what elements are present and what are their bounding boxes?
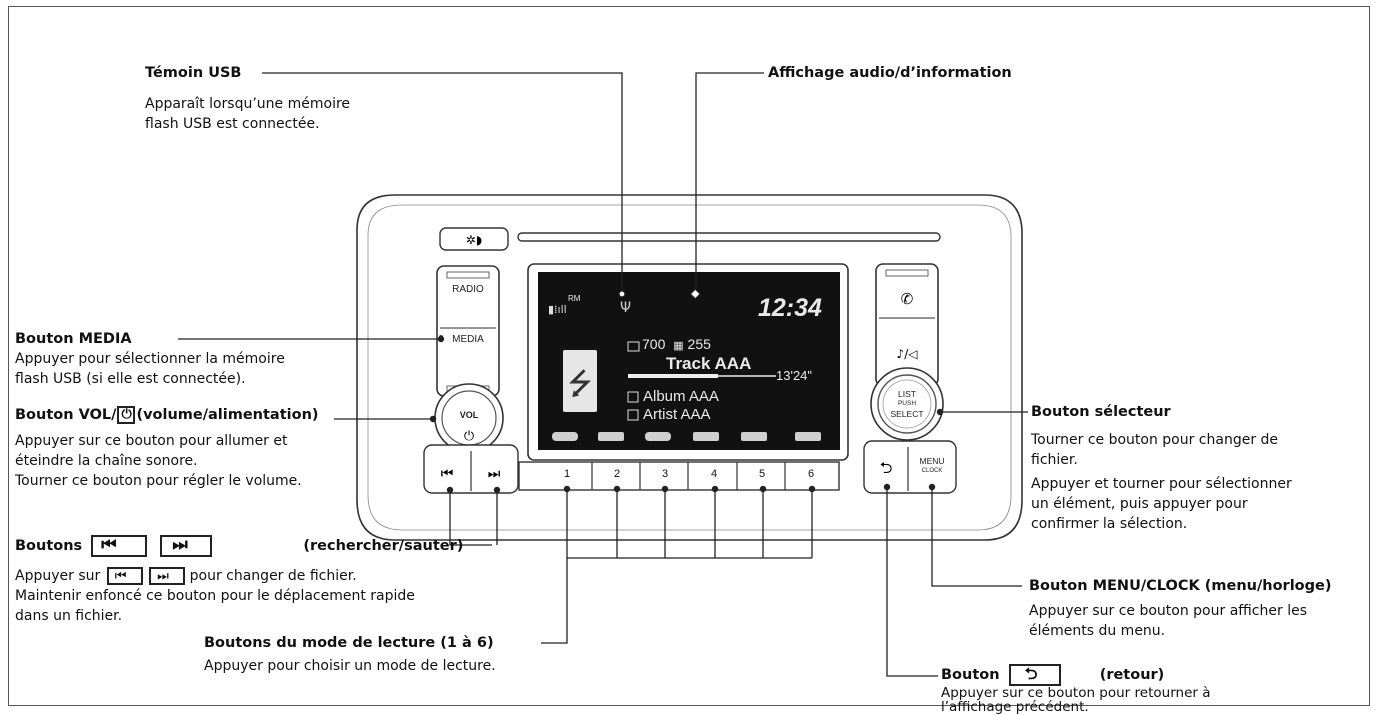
dimmer-button-outline [439, 227, 509, 251]
mode-title: Boutons du mode de lecture (1 à 6) [204, 635, 494, 651]
seek-back-icon: ⏮ [441, 466, 454, 482]
clock-display: 12:34 [758, 294, 822, 322]
mode-key-strip [518, 461, 840, 491]
outer-frame [8, 6, 1370, 706]
disc-slot [517, 232, 941, 242]
seek-forward-inline-icon: ⏭ [149, 567, 186, 585]
mode-key-3: 3 [661, 468, 669, 480]
back-desc-2: l’affichage précédent. [941, 699, 1089, 715]
display-title: Affichage audio/d’information [768, 65, 1012, 81]
selector-desc-2: fichier. [1031, 452, 1078, 468]
track-count-icon: ▦ [673, 340, 684, 352]
mode-key-4: 4 [710, 468, 718, 480]
selector-desc-5: confirmer la sélection. [1031, 516, 1188, 532]
seek-desc-b: pour changer de fichier. [189, 568, 357, 584]
seek-desc-1: Maintenir enfoncé ce bouton pour le dépl… [15, 588, 415, 604]
menu-label: MENU [919, 456, 945, 466]
usb-indicator-icon: Ψ [620, 300, 631, 316]
bezel-inner-outline [367, 204, 1012, 531]
menu-clock-label: MENU CLOCK [908, 456, 956, 476]
rm-indicator: RM [568, 294, 581, 303]
phone-icon: ✆ [901, 290, 914, 308]
back-title-a: Bouton [941, 667, 1000, 683]
power-icon: ⏻ [464, 429, 474, 444]
back-icon-box: ⮌ [1008, 664, 1061, 686]
menu-title: Bouton MENU/CLOCK (menu/horloge) [1029, 578, 1332, 594]
album-name: Album AAA [643, 388, 719, 405]
media-title: Bouton MEDIA [15, 331, 132, 347]
seek-back-icon-box: ⏮ [91, 535, 148, 557]
push-label: PUSH [897, 400, 917, 407]
selector-desc-1: Tourner ce bouton pour changer de [1031, 432, 1279, 448]
seek-desc-2: dans un fichier. [15, 608, 123, 624]
vol-desc-2: éteindre la chaîne sonore. [15, 453, 198, 469]
seek-back-inline-icon: ⏮ [106, 567, 143, 585]
back-icon: ⮌ [880, 458, 893, 477]
vol-label: VOL [459, 410, 479, 420]
dimmer-icon: ✲◗ [466, 233, 482, 247]
clock-label: CLOCK [921, 468, 943, 474]
selector-title: Bouton sélecteur [1031, 404, 1171, 420]
leader-markers [618, 288, 702, 300]
elapsed-time: 13'24" [776, 368, 813, 383]
seek-title-b: (rechercher/sauter) [303, 538, 464, 554]
usb-indicator-title: Témoin USB [145, 65, 242, 81]
vol-title-b: (volume/alimentation) [136, 407, 319, 423]
usb-indicator-desc-1: Apparaît lorsqu’une mémoire [145, 96, 351, 112]
power-icon-box: ⏻ [117, 406, 136, 424]
track-title: Track AAA [666, 354, 752, 373]
mode-key-6: 6 [807, 468, 815, 480]
back-title-b: (retour) [1099, 667, 1165, 683]
track-count-value: 255 [687, 336, 711, 352]
media-desc-1: Appuyer pour sélectionner la mémoire [15, 351, 285, 367]
soft-key-icons [552, 432, 821, 441]
media-desc-2: flash USB (si elle est connectée). [15, 371, 246, 387]
signal-icon: ▮⁞ıll [548, 303, 567, 316]
vol-desc-3: Tourner ce bouton pour régler le volume. [15, 473, 302, 489]
back-title: Bouton ⮌ (retour) [941, 664, 1164, 686]
seek-title: Boutons ⏮ ⏭ (rechercher/sauter) [15, 535, 463, 557]
progress-fill [628, 374, 718, 378]
list-label: LIST [898, 389, 916, 399]
back-menu-buttons [863, 440, 957, 494]
menu-desc-2: éléments du menu. [1029, 623, 1166, 639]
mode-key-5: 5 [758, 468, 766, 480]
mode-key-2: 2 [613, 468, 621, 480]
back-desc-1: Appuyer sur ce bouton pour retourner à [941, 685, 1211, 701]
seek-forward-icon-box: ⏭ [160, 535, 213, 557]
select-label: SELECT [890, 409, 924, 419]
vol-title: Bouton VOL/⏻(volume/alimentation) [15, 405, 319, 425]
vol-desc-1: Appuyer sur ce bouton pour allumer et [15, 433, 288, 449]
seek-forward-icon: ⏭ [488, 466, 501, 482]
usb-source-icon-bg [563, 350, 597, 412]
selector-desc-3: Appuyer et tourner pour sélectionner [1031, 476, 1292, 492]
svg-text:⭍: ⭍ [568, 367, 593, 402]
vol-title-a: Bouton VOL/ [15, 407, 117, 423]
selector-desc-4: un élément, puis appuyer pour [1031, 496, 1248, 512]
seek-title-a: Boutons [15, 538, 83, 554]
list-push-select-label: LIST PUSH SELECT [883, 389, 931, 419]
voice-mute-icon: ♪/◁ [897, 347, 918, 361]
artist-name: Artist AAA [643, 406, 711, 423]
menu-desc-1: Appuyer sur ce bouton pour afficher les [1029, 603, 1307, 619]
media-button: MEDIA [452, 334, 484, 345]
mode-key-1: 1 [563, 468, 571, 480]
folder-count-value: 700 [642, 336, 666, 352]
mode-desc: Appuyer pour choisir un mode de lecture. [204, 658, 496, 674]
usb-indicator-desc-2: flash USB est connectée. [145, 116, 320, 132]
radio-button: RADIO [452, 284, 484, 295]
seek-desc-a: Appuyer sur [15, 568, 101, 584]
folder-count: 700 ▦ 255 [642, 336, 711, 352]
seek-desc-0: Appuyer sur ⏮ ⏭ pour changer de fichier. [15, 566, 357, 586]
